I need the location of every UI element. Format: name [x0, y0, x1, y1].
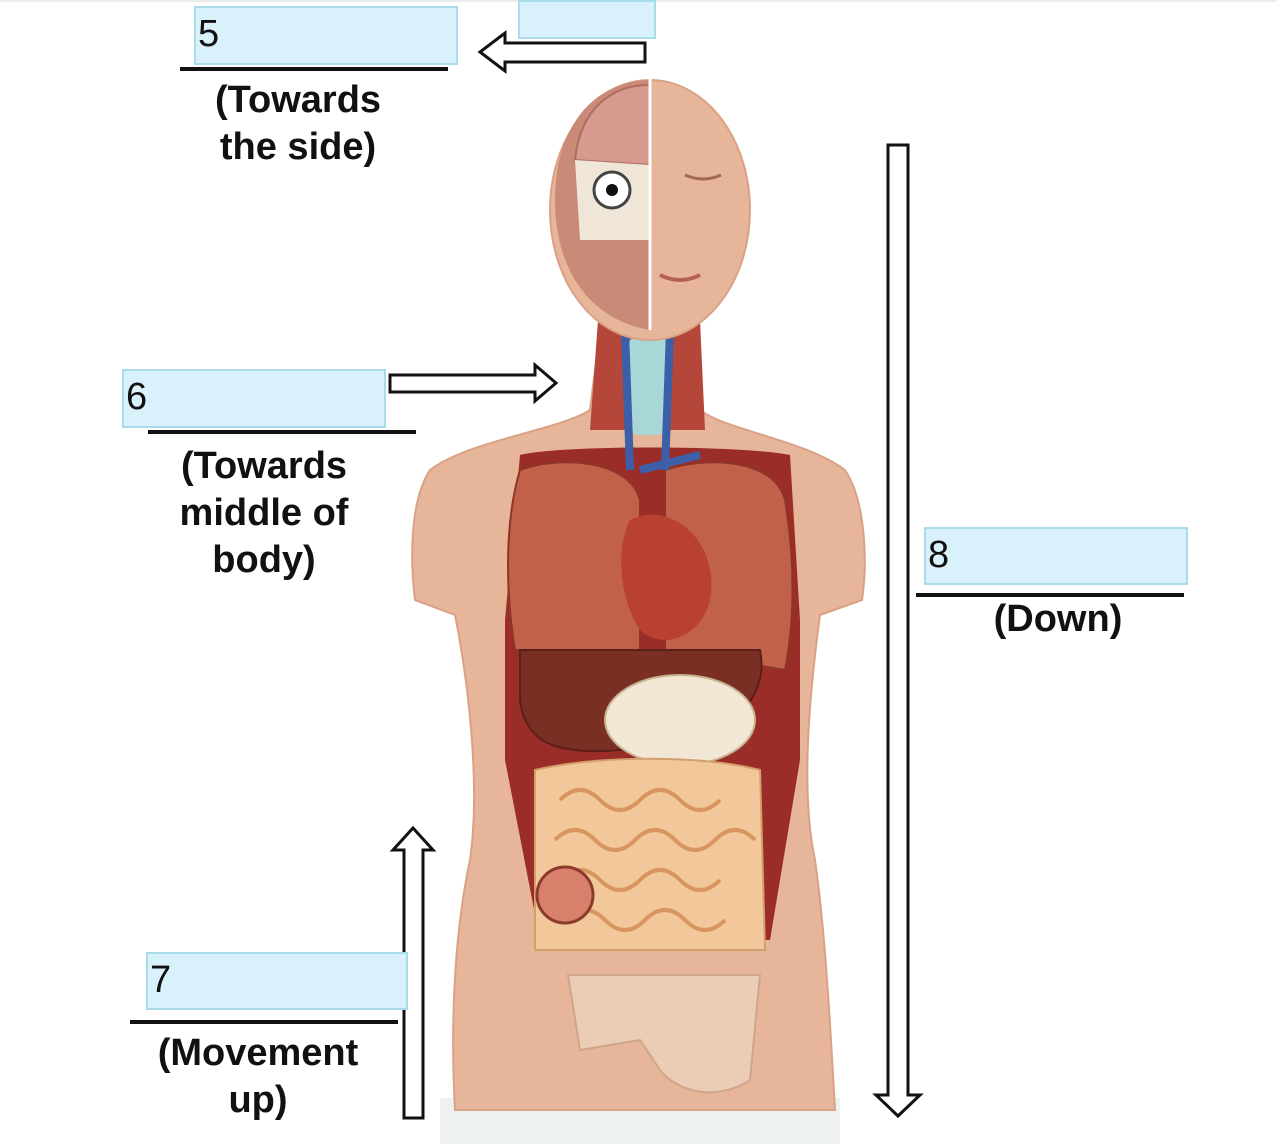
- caption-6-line1: (Towards: [180, 445, 348, 487]
- face-closed-eye: [684, 173, 722, 181]
- stomach: [604, 674, 756, 766]
- answer-field-top-extra[interactable]: [518, 0, 656, 39]
- arrow-down-inferior: [872, 143, 924, 1119]
- underline-6: [148, 430, 416, 434]
- answer-field-8[interactable]: 8: [924, 527, 1188, 585]
- underline-8: [916, 593, 1184, 597]
- answer-field-5[interactable]: 5: [194, 6, 458, 65]
- answer-field-6[interactable]: 6: [122, 369, 386, 428]
- caption-8-line1: (Down): [993, 598, 1123, 640]
- appendix-region: [535, 865, 595, 925]
- caption-5-line2: the side): [219, 126, 377, 168]
- caption-6-line3: body): [212, 539, 316, 581]
- blood-vessels: [621, 329, 701, 474]
- trachea: [628, 335, 668, 435]
- arrow-up-movement: [389, 825, 437, 1120]
- left-lung: [507, 461, 641, 651]
- answer-field-7[interactable]: 7: [146, 952, 408, 1010]
- caption-5: (Towards the side): [180, 77, 416, 171]
- pelvis-region: [566, 974, 762, 1094]
- arrow-left-lateral: [477, 29, 647, 75]
- caption-7: (Movement up): [140, 1030, 376, 1124]
- heart: [621, 514, 712, 640]
- arrow-right-medial: [388, 361, 559, 405]
- caption-6: (Towards middle of body): [146, 443, 382, 584]
- caption-6-line2: middle of: [179, 492, 349, 534]
- pupil: [606, 184, 618, 196]
- underline-7: [130, 1020, 398, 1024]
- caption-7-line2: up): [228, 1079, 288, 1121]
- caption-7-line1: (Movement: [157, 1032, 359, 1074]
- underline-5: [180, 67, 448, 71]
- caption-5-line1: (Towards: [214, 79, 382, 121]
- caption-8: (Down): [940, 596, 1176, 643]
- face-lips: [659, 273, 701, 282]
- small-intestine: [553, 788, 757, 932]
- brain: [573, 83, 651, 167]
